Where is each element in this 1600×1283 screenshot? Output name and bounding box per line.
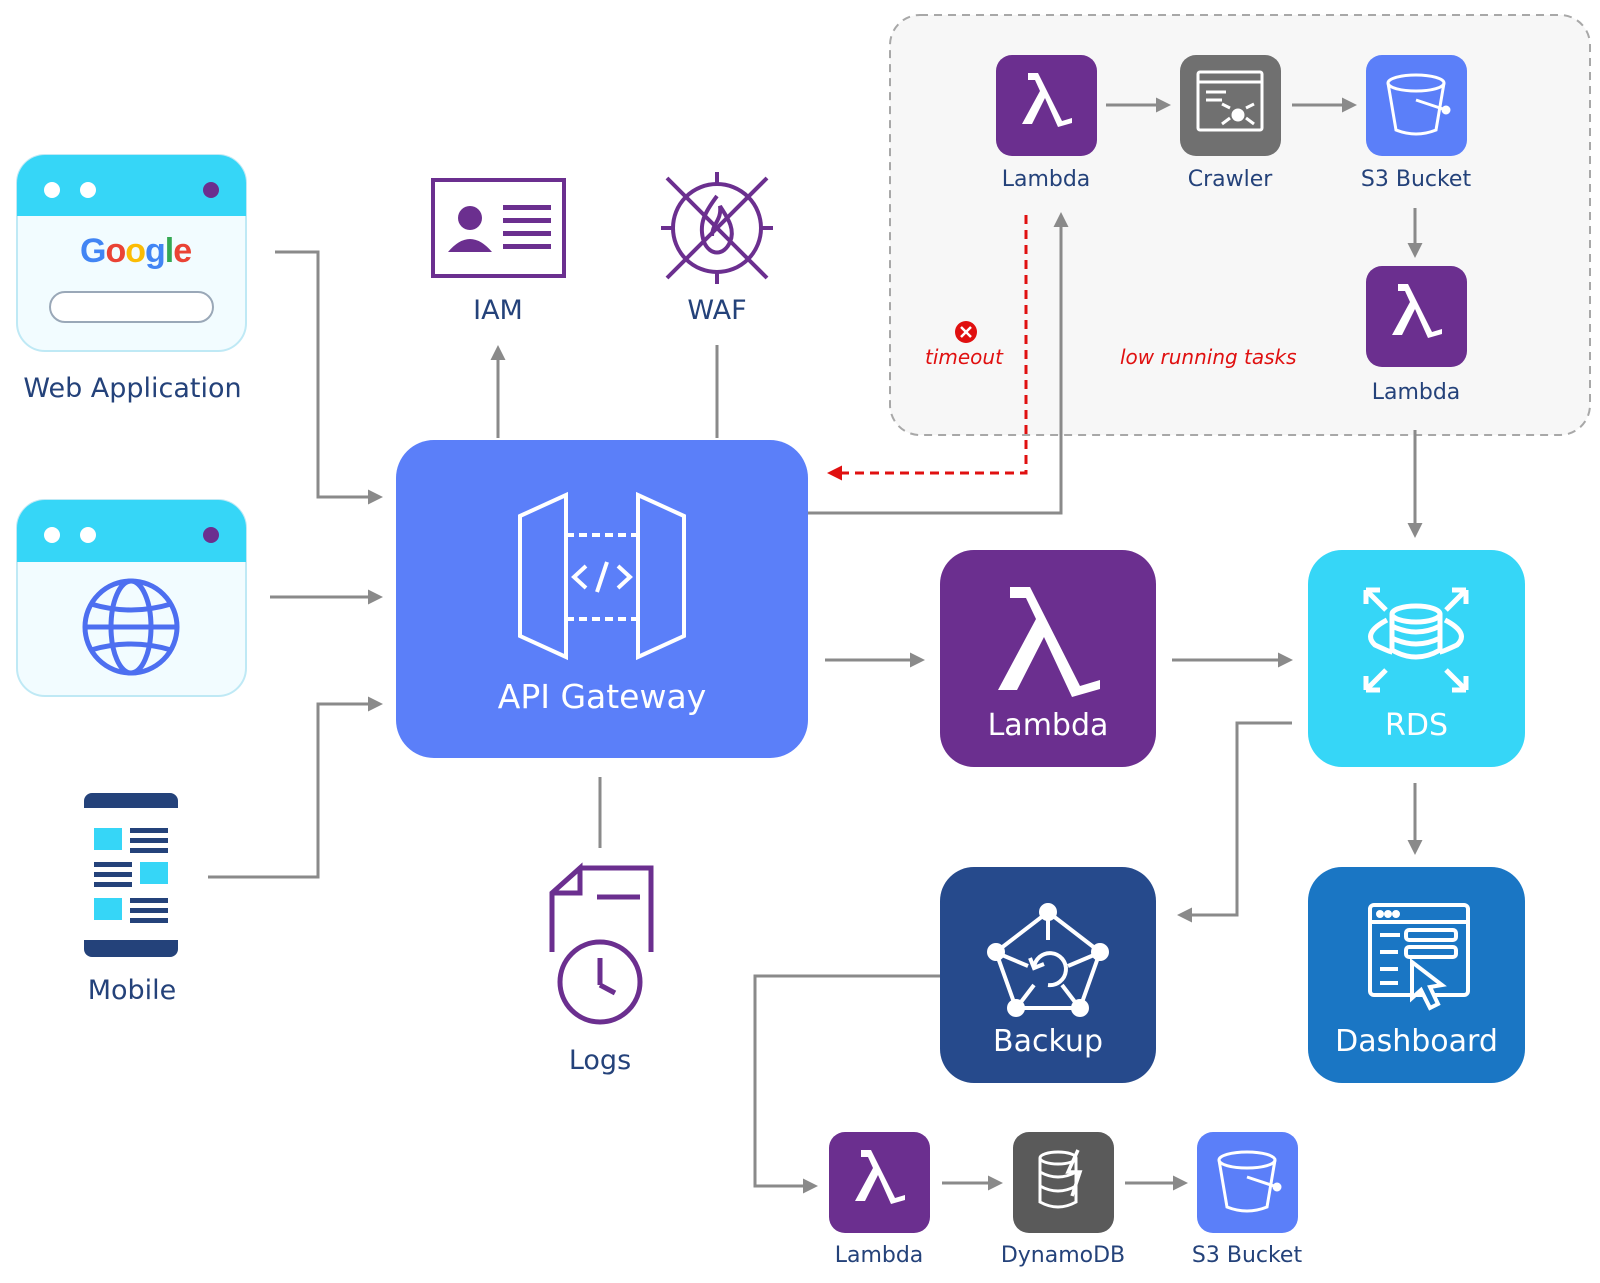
google-letter: o [125,232,146,270]
google-letter: o [105,232,126,270]
async-lambda-right-node [1366,266,1467,367]
browser-client [16,499,247,697]
api-gateway-node [396,440,808,758]
crawler-label: Crawler [1187,167,1273,192]
rds-label: RDS [1385,708,1448,743]
api-gateway-icon [518,491,686,661]
backup-lambda-node [829,1132,930,1233]
rds-node [1308,550,1525,767]
google-wordmark: Google [80,232,192,271]
edge-gateway-to-async-lambda [808,212,1069,515]
lambda-symbol-icon [1022,73,1072,127]
dynamodb-icon [1038,1149,1083,1209]
bucket-icon [1386,73,1451,136]
backup-node [940,867,1156,1083]
web-app-label: Web Application [23,373,242,404]
edge-backup-to-lambda [753,974,940,1194]
lambda-main-label: Lambda [987,708,1109,743]
edge-mobile-to-gateway [208,696,383,879]
edge-webapp-to-gateway [275,250,383,505]
backup-s3-node [1197,1132,1298,1233]
globe-icon [82,578,180,676]
logs-clock-icon [549,862,654,1025]
async-s3-node [1366,55,1467,156]
logs-label: Logs [568,1045,632,1076]
crawler-node [1180,55,1281,156]
backup-lambda-label: Lambda [834,1243,924,1268]
async-lambda-top-label: Lambda [1001,167,1091,192]
lambda-symbol-icon [1392,284,1442,338]
lambda-main-node [940,550,1156,767]
dashboard-node [1308,867,1525,1083]
edge-rds-to-backup [1177,721,1292,923]
lambda-symbol-icon [855,1150,905,1204]
lambda-symbol-icon [998,587,1100,697]
edge-timeout-to-gateway [827,215,1028,481]
spider-browser-icon [1196,70,1264,132]
waf-label: WAF [687,295,747,326]
google-letter: l [164,232,175,270]
google-letter: e [173,232,192,270]
dashboard-label: Dashboard [1335,1024,1498,1059]
google-letter: g [145,232,166,270]
connectors [208,97,1423,1194]
backup-icon [987,903,1109,1017]
backup-s3-label: S3 Bucket [1191,1243,1303,1268]
id-card-icon [431,178,566,278]
async-lambda-top-node [996,55,1097,156]
google-letter: G [80,232,106,270]
mobile-label: Mobile [87,975,177,1006]
mobile-device-icon [84,793,178,957]
dynamodb-node [1013,1132,1114,1233]
database-icon [1363,587,1469,693]
web-app-browser [16,154,247,352]
iam-label: IAM [473,295,523,326]
dynamodb-label: DynamoDB [1000,1243,1126,1268]
dashboard-icon [1368,903,1470,1011]
bucket-icon [1217,1150,1282,1213]
timeout-note: timeout [925,345,1003,369]
firewall-icon [661,172,773,284]
async-lambda-right-label: Lambda [1371,380,1461,405]
backup-label: Backup [993,1024,1103,1059]
timeout-error-icon [955,321,977,343]
low-running-tasks-note: low running tasks [1120,345,1297,369]
api-gateway-label: API Gateway [497,677,707,716]
async-s3-label: S3 Bucket [1360,167,1472,192]
